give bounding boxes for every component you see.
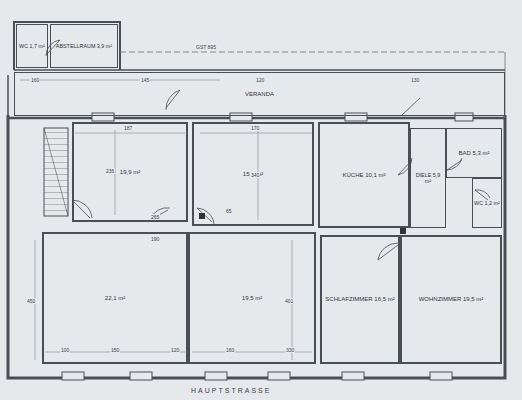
room-label: ABSTELLRAUM 3,9 m² — [55, 43, 113, 49]
room-label: SCHLAFZIMMER 16,5 m² — [324, 296, 395, 303]
plan-label: GST 895 — [195, 44, 217, 50]
dimension: 187 — [123, 125, 133, 131]
dimension: 100 — [60, 347, 70, 353]
room-label: DIELE 5,9 m² — [411, 172, 445, 184]
dimension: 120 — [255, 77, 265, 83]
room: 22,1 m² — [42, 232, 188, 364]
plan-label: HAUPTSTRASSE — [190, 388, 272, 394]
dimension: 401 — [284, 298, 294, 304]
room: ABSTELLRAUM 3,9 m² — [50, 24, 118, 68]
room: SCHLAFZIMMER 16,5 m² — [320, 235, 400, 364]
dimension: 330 — [285, 347, 295, 353]
dimension: 160 — [30, 77, 40, 83]
room: BAD 5,3 m² — [446, 128, 502, 178]
room: 19,5 m² — [188, 232, 316, 364]
room-label: VERANDA — [244, 91, 275, 98]
room-label: 19,5 m² — [241, 295, 263, 302]
dimension: 120 — [170, 347, 180, 353]
dimension: 190 — [150, 236, 160, 242]
room-label: WC 1,2 m² — [473, 200, 501, 206]
dimension: 170 — [250, 125, 260, 131]
room: WC 1,2 m² — [472, 178, 502, 228]
room-label: WOHNZIMMER 19,5 m² — [418, 296, 485, 303]
dimension: 265 — [150, 214, 160, 220]
room: 19,9 m² — [72, 122, 188, 222]
room-label: KÜCHE 10,1 m² — [341, 172, 386, 179]
dimension: 65 — [225, 208, 233, 214]
dimension: 145 — [140, 77, 150, 83]
room-label: 19,9 m² — [119, 169, 141, 176]
room-label: WC 1,7 m² — [18, 43, 46, 49]
room: DIELE 5,9 m² — [410, 128, 446, 228]
room: WC 1,7 m² — [16, 24, 48, 68]
room-label: BAD 5,3 m² — [457, 150, 490, 157]
room: KÜCHE 10,1 m² — [318, 122, 410, 228]
dimension: 130 — [410, 77, 420, 83]
dimension: 236 — [105, 168, 115, 174]
room-label: 22,1 m² — [104, 295, 126, 302]
room: WOHNZIMMER 19,5 m² — [400, 235, 502, 364]
dimension: 340 — [250, 172, 260, 178]
dimension: 450 — [26, 298, 36, 304]
dimension: 160 — [225, 347, 235, 353]
dimension: 150 — [110, 347, 120, 353]
